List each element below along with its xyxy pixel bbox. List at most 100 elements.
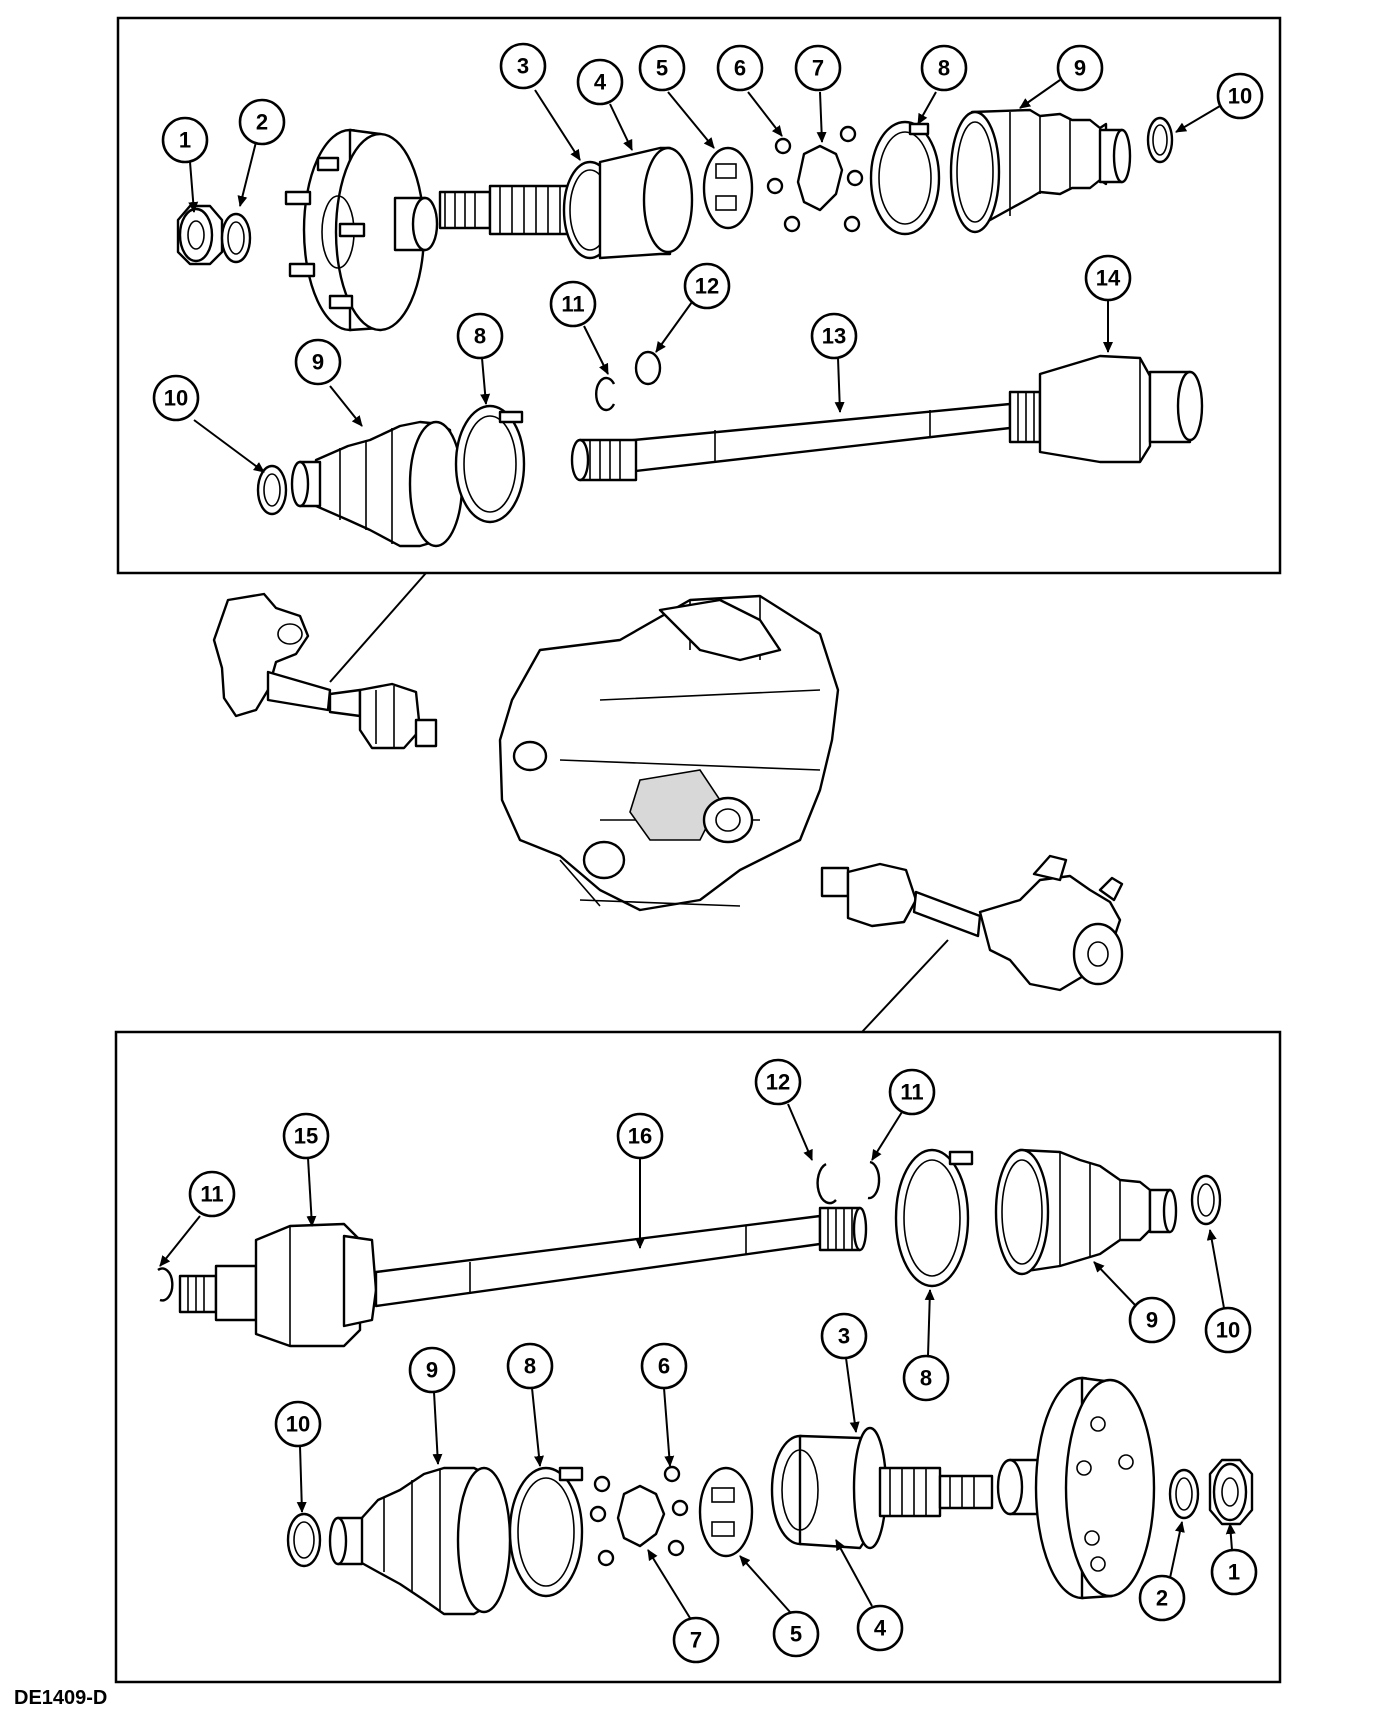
callout-circle bbox=[1216, 72, 1264, 120]
callout-label: 10 bbox=[164, 386, 188, 411]
vehicle-assembly-illustration bbox=[212, 592, 1124, 992]
large-boot-clamp-2 bbox=[454, 404, 526, 524]
callout-circle bbox=[888, 1068, 936, 1116]
callout-circle bbox=[456, 312, 504, 360]
hub-nut-bottom bbox=[1208, 1458, 1254, 1526]
callout-label: 7 bbox=[812, 56, 824, 81]
callout-circle bbox=[152, 374, 200, 422]
callout-circle bbox=[506, 1342, 554, 1390]
callout-circle bbox=[616, 1112, 664, 1160]
bearing-balls bbox=[766, 125, 864, 233]
boot-clamp-right bbox=[894, 1148, 974, 1288]
bottom-panel: 11 15 16 12 11 10 9 bbox=[114, 1030, 1282, 1684]
bottom-panel-frame bbox=[114, 1030, 1282, 1684]
callout-circle bbox=[856, 1604, 904, 1652]
callout-circle bbox=[1138, 1574, 1186, 1622]
small-clamp-left bbox=[286, 1512, 322, 1568]
callout-label: 11 bbox=[900, 1080, 923, 1105]
hub-nut bbox=[176, 204, 224, 266]
small-boot-clamp bbox=[1146, 116, 1174, 164]
callout-label: 8 bbox=[474, 324, 486, 349]
callout-circle bbox=[576, 58, 624, 106]
callout-circle bbox=[188, 1170, 236, 1218]
callout-circle bbox=[672, 1616, 720, 1664]
right-shaft-and-knuckle bbox=[820, 854, 1124, 992]
small-clamp-right bbox=[1190, 1174, 1222, 1226]
callout-label: 14 bbox=[1096, 266, 1121, 291]
callout-circle bbox=[1128, 1296, 1176, 1344]
callout-circle bbox=[238, 98, 286, 146]
stop-ring bbox=[634, 350, 662, 386]
callout-label: 10 bbox=[1228, 84, 1252, 109]
bottom-callouts: 11 15 16 12 11 10 9 bbox=[159, 1058, 1258, 1664]
callout-circle bbox=[683, 262, 731, 310]
callout-label: 7 bbox=[690, 1628, 702, 1653]
interconnecting-shaft bbox=[570, 402, 1012, 482]
outer-cv-boot bbox=[949, 108, 1132, 234]
callout-label: 9 bbox=[312, 350, 324, 375]
callout-label: 6 bbox=[734, 56, 746, 81]
callout-label: 15 bbox=[294, 1124, 318, 1149]
callout-label: 10 bbox=[1216, 1318, 1240, 1343]
callout-label: 9 bbox=[1074, 56, 1086, 81]
callout-circle bbox=[772, 1610, 820, 1658]
callout-label: 6 bbox=[658, 1354, 670, 1379]
callout-label: 11 bbox=[200, 1182, 223, 1207]
callout-circle bbox=[640, 1342, 688, 1390]
stop-ring-bottom bbox=[816, 1162, 837, 1205]
callout-circle bbox=[1056, 44, 1104, 92]
snap-ring-left bbox=[157, 1267, 174, 1302]
callout-circle bbox=[294, 338, 342, 386]
callout-circle bbox=[1210, 1548, 1258, 1596]
callout-circle bbox=[820, 1312, 868, 1360]
callout-label: 1 bbox=[179, 128, 191, 153]
callout-label: 8 bbox=[938, 56, 950, 81]
top-panel-connector bbox=[329, 572, 427, 683]
top-panel: 1 2 3 4 5 6 7 bbox=[116, 16, 1282, 575]
cage-bottom bbox=[698, 1466, 754, 1558]
callout-label: 16 bbox=[628, 1124, 652, 1149]
engine-transaxle bbox=[498, 594, 840, 912]
callout-circle bbox=[282, 1112, 330, 1160]
callout-circle bbox=[716, 44, 764, 92]
callout-label: 11 bbox=[561, 292, 584, 317]
hub-bottom bbox=[996, 1376, 1156, 1600]
callout-circle bbox=[499, 42, 547, 90]
top-callouts: 1 2 3 4 5 6 7 bbox=[152, 42, 1264, 473]
bottom-panel-connector bbox=[861, 939, 949, 1033]
callout-circle bbox=[754, 1058, 802, 1106]
callout-label: 5 bbox=[790, 1622, 802, 1647]
callout-label: 12 bbox=[695, 274, 719, 299]
callout-label: 10 bbox=[286, 1412, 310, 1437]
callout-label: 3 bbox=[517, 54, 529, 79]
wheel-hub bbox=[284, 128, 439, 332]
balls-bottom bbox=[589, 1465, 689, 1567]
callout-circle bbox=[638, 44, 686, 92]
callout-circle bbox=[1204, 1306, 1252, 1354]
callout-circle bbox=[920, 44, 968, 92]
inner-cv-joint-outer-race bbox=[1008, 354, 1204, 464]
callout-circle bbox=[794, 44, 842, 92]
callout-label: 8 bbox=[920, 1366, 932, 1391]
halfshaft bbox=[374, 1206, 868, 1308]
callout-label: 3 bbox=[838, 1324, 850, 1349]
callout-circle bbox=[902, 1354, 950, 1402]
callout-circle bbox=[810, 312, 858, 360]
callout-label: 2 bbox=[256, 110, 268, 135]
callout-label: 4 bbox=[594, 70, 607, 95]
snap-ring bbox=[594, 376, 616, 412]
callout-label: 1 bbox=[1228, 1560, 1240, 1585]
callout-circle bbox=[274, 1400, 322, 1448]
washer-bottom bbox=[1168, 1468, 1200, 1520]
inner-cv-boot bbox=[290, 420, 464, 548]
callout-circle bbox=[1084, 254, 1132, 302]
inner-cv-joint bbox=[178, 1222, 378, 1348]
callout-circle bbox=[549, 280, 597, 328]
washer bbox=[220, 212, 252, 264]
outer-joint-housing-bottom bbox=[770, 1426, 994, 1550]
callout-label: 13 bbox=[822, 324, 846, 349]
bearing-cage bbox=[702, 146, 754, 230]
small-boot-clamp-2 bbox=[256, 464, 288, 516]
callout-label: 2 bbox=[1156, 1586, 1168, 1611]
